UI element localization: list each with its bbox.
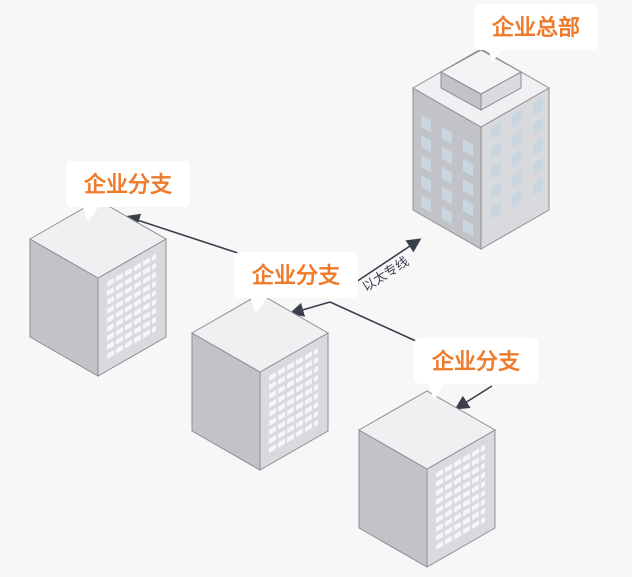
branch-right-building: [357, 390, 497, 568]
hq-window: [491, 161, 501, 180]
hq-window: [421, 134, 431, 153]
hq-window: [491, 181, 501, 200]
hq-window: [533, 157, 543, 176]
hq-window: [442, 146, 452, 165]
hq-window: [491, 141, 501, 160]
hq-window: [442, 206, 452, 225]
hq-window: [463, 198, 473, 217]
branch-left-label: 企业分支: [83, 172, 173, 198]
line-to-hq: [349, 238, 422, 287]
branch-center-label-bubble: 企业分支: [234, 252, 358, 314]
branch-right-label-bubble: 企业分支: [414, 338, 538, 400]
branch-right-label: 企业分支: [431, 349, 521, 375]
hq-window: [463, 158, 473, 177]
line-right-branch-tail: [454, 385, 493, 410]
hq-window: [512, 169, 522, 188]
hq-label: 企业总部: [491, 15, 580, 41]
hq-window: [491, 121, 501, 140]
branch-center-building: [190, 293, 330, 471]
hq-window: [512, 109, 522, 128]
hq-window: [421, 114, 431, 133]
branch-center-label: 企业分支: [251, 263, 341, 289]
hq-window: [512, 129, 522, 148]
hq-window: [463, 138, 473, 157]
hq-window: [421, 194, 431, 213]
hq-window: [533, 97, 543, 116]
hq-window: [442, 166, 452, 185]
hq-window: [421, 154, 431, 173]
hq-building: [411, 48, 551, 250]
branch-left-building: [28, 199, 168, 377]
hq-window: [463, 218, 473, 237]
hq-window: [512, 189, 522, 208]
hq-windows: [421, 97, 543, 237]
hq-window: [463, 178, 473, 197]
hq-window: [442, 126, 452, 145]
hq-window: [491, 201, 501, 220]
hq-window: [533, 117, 543, 136]
hq-window: [512, 149, 522, 168]
line-center-branch: [289, 301, 331, 317]
branch-left-label-bubble: 企业分支: [66, 161, 190, 222]
hq-window: [442, 186, 452, 205]
hq-label-bubble: 企业总部: [474, 4, 598, 62]
hq-window: [533, 177, 543, 196]
hq-window: [421, 174, 431, 193]
hq-window: [533, 137, 543, 156]
